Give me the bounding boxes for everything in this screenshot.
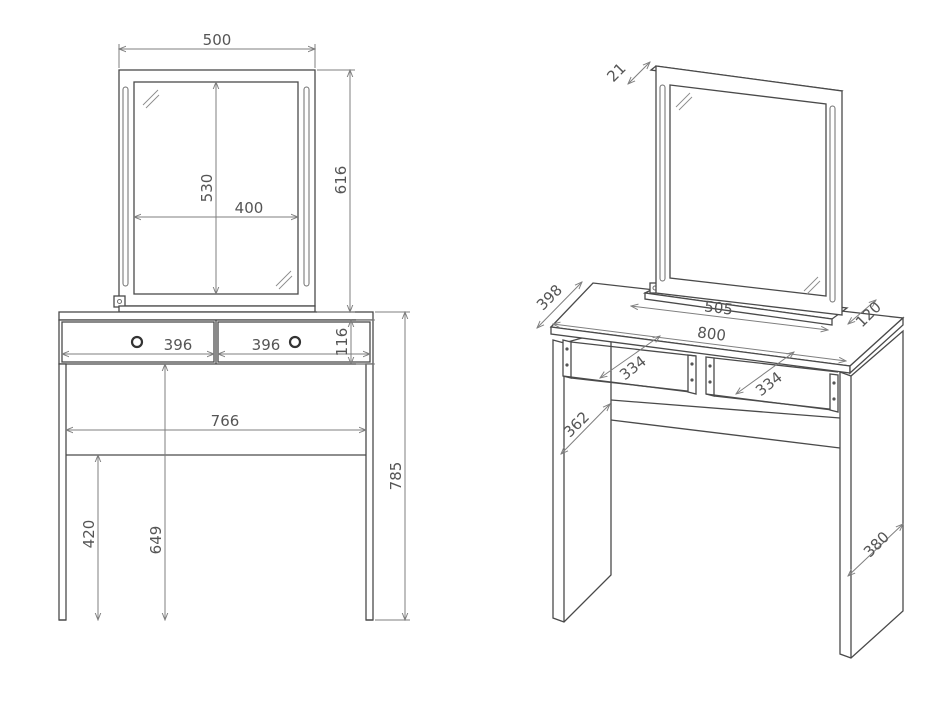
dim-mirror-width: 500 [203,31,232,49]
front-legs [58,363,374,621]
knob-left-icon [130,335,144,349]
iso-back-panel [610,399,841,449]
front-mirror-base [118,305,316,313]
dim-drawer-right-width: 396 [252,336,281,354]
iso-view: 21 398 505 120 800 334 334 362 3 [533,59,905,659]
front-mirror [118,69,316,307]
dim-glass-width: 400 [235,199,264,217]
dim-table-depth: 398 [533,281,566,314]
dim-drawer-depth-right: 334 [752,368,786,400]
dim-mirror-depth: 21 [603,59,629,85]
dim-knee-height: 649 [147,526,165,555]
dim-table-width: 800 [696,323,727,344]
front-drawers [58,319,374,365]
dim-total-height: 785 [387,462,405,491]
dim-leg-clearance: 420 [80,520,98,549]
front-dimensions: 500 616 530 400 396 396 116 [62,31,410,620]
front-view: 500 616 530 400 396 396 116 [58,31,410,621]
dim-drawer-height: 116 [333,328,351,357]
iso-right-panel [839,329,904,659]
dim-inner-width: 766 [211,412,240,430]
iso-left-panel [552,329,612,623]
dim-mirror-base-width: 505 [703,297,734,318]
front-table-top [58,311,374,321]
dim-glass-height: 530 [198,174,216,203]
iso-mirror [649,65,844,316]
dim-mirror-total-height: 616 [332,166,350,195]
knob-right-icon [288,335,302,349]
dim-drawer-left-width: 396 [164,336,193,354]
dim-drawer-depth-left: 334 [616,352,650,384]
